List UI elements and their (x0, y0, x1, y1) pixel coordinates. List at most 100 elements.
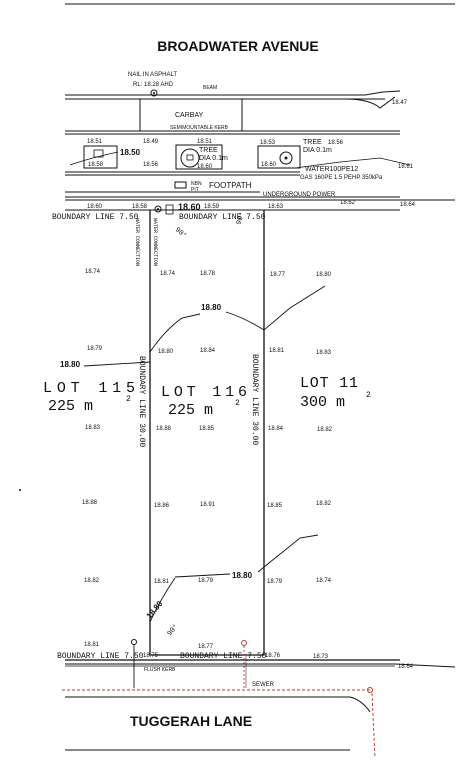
level-1860a: 18.60 (197, 164, 213, 170)
level-r2-1883: 18.83 (316, 350, 332, 356)
level-r5-1879b: 18.79 (267, 579, 283, 585)
lot-11-area: 300 m (300, 394, 345, 411)
level-r2-1880: 18.80 (158, 349, 174, 355)
level-f-1860: 18.60 (87, 204, 103, 210)
tree-right-label: TREE (303, 139, 322, 146)
level-r4-1886: 18.86 (154, 503, 170, 509)
level-r1-1880: 18.80 (316, 272, 332, 278)
angle-top-right: 90° (234, 211, 247, 226)
tree-left-dia: DIA 0.1m (199, 155, 228, 162)
level-f-1860c: 18.60 (178, 202, 201, 212)
level-r1-1874a: 18.74 (85, 269, 101, 275)
level-r5-1879a: 18.79 (198, 578, 214, 584)
level-r4-1882: 18.82 (316, 501, 332, 507)
level-r3-1883: 18.83 (85, 425, 101, 431)
contour-1880-bottom-line (174, 534, 319, 578)
level-r2-1881: 18.81 (269, 348, 285, 354)
tree-right-core (284, 156, 288, 160)
tree-right-symbol (279, 151, 293, 165)
level-1856a: 18.56 (328, 140, 344, 146)
level-f-1858: 18.58 (132, 204, 148, 210)
nail-marker-dot (153, 92, 155, 94)
nail-rl: RL: 18.28 AHD (133, 82, 174, 88)
level-road-1847: 18.47 (392, 100, 408, 106)
level-1853: 18.53 (260, 140, 276, 146)
level-r6-1877: 18.77 (198, 644, 214, 650)
sewer-marker-top (241, 640, 247, 646)
contour-1880-left-line (83, 361, 151, 367)
level-r4-1891: 18.91 (200, 502, 216, 508)
level-r1-1878: 18.78 (200, 271, 216, 277)
contour-1880-left: 18.80 (60, 360, 81, 369)
level-r3-1885: 18.85 (199, 426, 215, 432)
contour-1850-label: 18.50 (120, 148, 141, 157)
lot-115-area-sup: 2 (126, 395, 131, 404)
level-1856b: 18.56 (143, 162, 159, 168)
lane-kerb-line (65, 663, 456, 668)
contour-1880-bottom: 18.80 (232, 571, 253, 580)
stray-dot (19, 489, 21, 491)
contour-1880-diag: 18.80 (145, 599, 165, 621)
footpath-label: FOOTPATH (209, 181, 252, 190)
planter-box-left-inner (93, 149, 104, 158)
tree-left-symbol (180, 148, 200, 168)
level-r3-1884: 18.84 (268, 426, 284, 432)
street-tuggerah-lane: TUGGERAH LANE (130, 713, 252, 729)
level-1851b: 18.51 (197, 139, 213, 145)
angle-bottom-left: 90° (165, 622, 180, 637)
sewer-marker-right (367, 687, 373, 693)
level-r5-1882: 18.82 (84, 578, 100, 584)
lot-11-area-sup: 2 (366, 391, 371, 400)
planter-box-right (257, 145, 301, 169)
level-1858: 18.58 (88, 162, 104, 168)
level-r6-1881: 18.81 (84, 642, 100, 648)
boundary-top-right: BOUNDARY LINE 7.50 (179, 213, 266, 222)
contour-1880-top: 18.80 (201, 303, 222, 312)
tree-left-label: TREE (199, 147, 218, 154)
ug-power-label: UNDERGROUND POWER (263, 192, 336, 198)
level-r4-1885: 18.85 (267, 503, 283, 509)
level-r6-1876: 18.76 (265, 653, 281, 659)
contour-right (294, 157, 411, 169)
level-1849: 18.49 (143, 139, 159, 145)
level-f-1859: 18.59 (204, 204, 220, 210)
level-r6-1875: 18.75 (143, 653, 159, 659)
beam-label: BEAM (203, 85, 217, 91)
lot-116-boundary (149, 210, 265, 656)
boundary-top-left: BOUNDARY LINE 7.50 (52, 213, 139, 222)
tree-right-dia: DIA 0.1m (303, 147, 332, 154)
gas-main-label: GAS 160PE 1.5 PEHP 350kPa (300, 175, 383, 181)
level-f-1862: 18.62 (340, 200, 356, 206)
level-1851a: 18.51 (87, 139, 103, 145)
level-f-1864: 18.64 (400, 202, 416, 208)
level-f-1863: 18.63 (268, 204, 284, 210)
level-r3-1888: 18.88 (156, 426, 172, 432)
level-r5-1881: 18.81 (154, 579, 170, 585)
contour-1880-top-line (149, 285, 326, 353)
nbn-pit-label: PIT (191, 187, 199, 193)
lot-11-name: LOT 11 (300, 375, 358, 392)
level-1861: 18.61 (398, 164, 414, 170)
contour-1850 (69, 151, 119, 166)
nbn-label: NBN (191, 181, 202, 187)
level-r2-1879: 18.79 (87, 346, 103, 352)
water-connection-right: WATER CONNECTION (152, 218, 158, 266)
planter-box-left (83, 145, 118, 169)
level-r2-1884: 18.84 (200, 348, 216, 354)
level-r5-1874: 18.74 (316, 578, 332, 584)
water-service-marker (131, 639, 137, 645)
lane-road-line-1 (65, 696, 371, 713)
level-lane-1864: 18.64 (398, 664, 414, 670)
water-connection-left: WATER CONNECTION (134, 218, 140, 266)
level-1860b: 18.60 (261, 162, 277, 168)
kerb-label: SEMIMOUNTABLE KERB (170, 125, 229, 131)
level-r1-1877: 18.77 (270, 272, 286, 278)
level-r6-1873: 18.73 (313, 654, 329, 660)
angle-top-left: 90° (173, 225, 188, 240)
lot-115-area: 225 m (48, 398, 93, 415)
level-r1-1874b: 18.74 (160, 271, 176, 277)
planter-box-mid (175, 144, 223, 170)
sewer-main-vertical (371, 692, 376, 759)
tree-left-core (186, 154, 194, 161)
boundary-right-side: BOUNDARY LINE 30.00 (250, 354, 259, 445)
